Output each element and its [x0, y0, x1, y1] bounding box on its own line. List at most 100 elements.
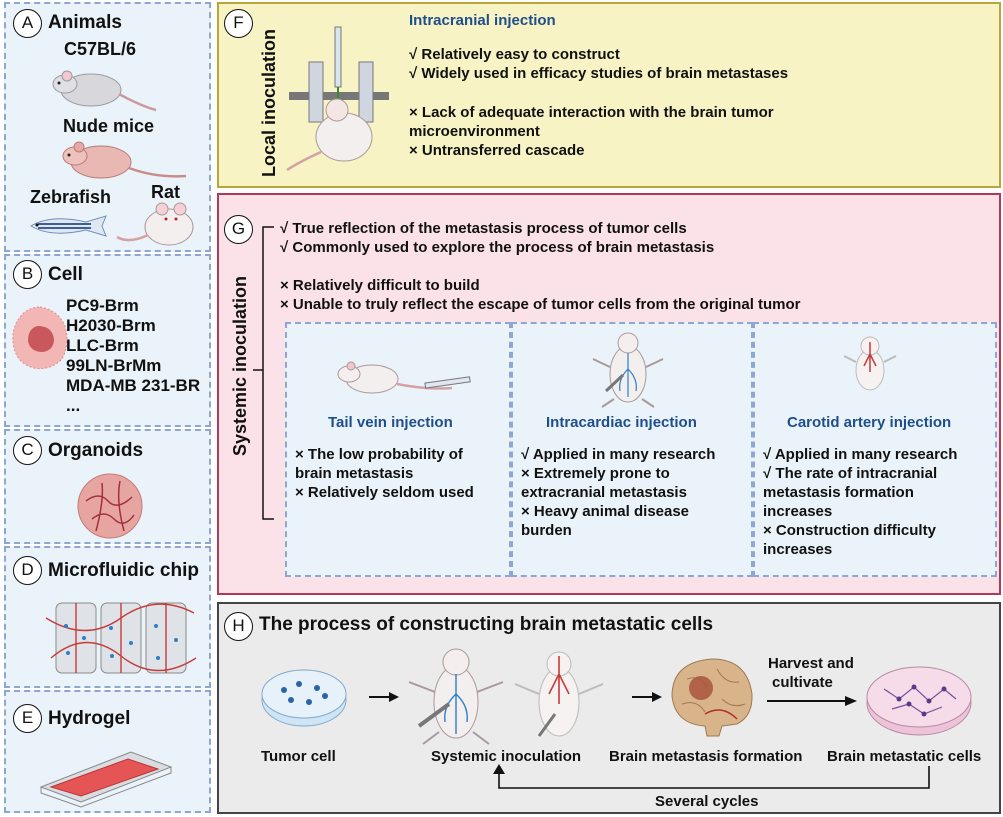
intracranial-injection-heading: Intracranial injection: [409, 12, 556, 29]
panel-b-cell: B Cell PC9-Brm H2030-Brm LLC-Brm 99LN-Br…: [4, 254, 211, 427]
panel-g-systemic-inoculation: G Systemic inoculation √ True reflection…: [217, 193, 1001, 595]
panel-f-local-inoculation: F Local inoculation Intracranial injecti…: [217, 2, 1001, 188]
animal-rat-label: Rat: [151, 182, 181, 202]
brain-metastasis-icon: [671, 658, 753, 737]
con-item: × Lack of adequate interaction with the …: [409, 104, 774, 121]
panel-f-pros: √ Relatively easy to construct √ Widely …: [409, 45, 788, 83]
panel-a-title: Animals: [48, 12, 122, 33]
panel-e-title: Hydrogel: [48, 708, 131, 729]
panel-h-title: The process of constructing brain metast…: [259, 614, 714, 635]
cell-line-item: MDA-MB 231-BR: [66, 376, 201, 395]
petri-dish-tumor-icon: [261, 669, 347, 727]
mouse-white-icon: [52, 70, 157, 112]
cell-line-item: ...: [66, 396, 81, 415]
con-item: × Relatively difficult to build: [280, 277, 480, 294]
intracardiac-line: × Extremely prone to: [521, 465, 670, 482]
carotid-line: increases: [763, 541, 833, 558]
carotid-line: √ Applied in many research: [763, 446, 958, 463]
systemic-inoculation-step-label: Systemic inoculation: [431, 748, 582, 765]
panel-a-animals: A Animals C57BL/6 Nude mice Zebrafish Ra…: [4, 2, 211, 252]
harvest-line-1: Harvest and: [768, 655, 854, 672]
panel-b-title: Cell: [48, 264, 83, 285]
harvest-line-2: cultivate: [772, 674, 833, 691]
con-item: × Untransferred cascade: [409, 142, 585, 159]
tail-vein-line: brain metastasis: [295, 465, 414, 482]
panel-g-pros: √ True reflection of the metastasis proc…: [280, 219, 714, 257]
bracket-line: [253, 226, 274, 520]
tail-vein-lines: × The low probability of brain metastasi…: [295, 445, 474, 502]
arrow-icon: [767, 696, 857, 706]
petri-dish-metastatic-icon: [866, 666, 972, 736]
carotid-lines: √ Applied in many research √ The rate of…: [763, 445, 957, 559]
panel-e-hydrogel: E Hydrogel: [4, 690, 211, 813]
cell-line-item: H2030-Brm: [66, 316, 156, 335]
systemic-injection-mouse-icon: [408, 648, 504, 745]
brain-metastasis-formation-label: Brain metastasis formation: [609, 748, 803, 765]
tail-vein-box: Tail vein injection × The low probabilit…: [285, 322, 511, 577]
several-cycles-label: Several cycles: [655, 793, 759, 810]
panel-c-organoids: C Organoids: [4, 429, 211, 544]
intracardiac-heading: Intracardiac injection: [546, 414, 697, 431]
stereotaxic-injection-icon: [286, 26, 389, 172]
cycle-arrow: [493, 764, 930, 789]
intracardiac-line: √ Applied in many research: [521, 446, 716, 463]
cell-line-item: PC9-Brm: [66, 296, 139, 315]
animal-nude-mice-label: Nude mice: [63, 116, 155, 136]
pro-item: √ Commonly used to explore the process o…: [280, 239, 715, 256]
panel-g-cons: × Relatively difficult to build × Unable…: [280, 276, 801, 314]
intracardiac-lines: √ Applied in many research × Extremely p…: [521, 445, 715, 540]
pro-item: √ Widely used in efficacy studies of bra…: [409, 65, 789, 82]
carotid-line: metastasis formation: [763, 484, 914, 501]
animal-zebrafish-label: Zebrafish: [30, 187, 112, 207]
tail-vein-heading: Tail vein injection: [328, 414, 453, 431]
organoid-icon: [77, 473, 143, 539]
con-item: × Unable to truly reflect the escape of …: [280, 296, 801, 313]
carotid-line: × Construction difficulty: [763, 522, 936, 539]
tumor-cell-label: Tumor cell: [261, 748, 336, 765]
panel-e-letter: E: [13, 704, 42, 733]
nude-mouse-icon: [62, 141, 187, 179]
hydrogel-plate-icon: [39, 751, 173, 808]
panel-b-letter: B: [13, 260, 42, 289]
panel-c-title: Organoids: [48, 440, 144, 461]
carotid-line: √ The rate of intracranial: [763, 465, 938, 482]
cell-line-list: PC9-Brm H2030-Brm LLC-Brm 99LN-BrMm MDA-…: [66, 296, 200, 416]
panel-h-letter: H: [224, 612, 253, 641]
rat-icon: [116, 202, 194, 246]
cell-icon: [12, 306, 68, 370]
carotid-line: increases: [763, 503, 833, 520]
tail-vein-line: × The low probability of: [295, 446, 463, 463]
intracardiac-line: × Heavy animal disease: [521, 503, 690, 520]
carotid-injection-mouse-icon: [514, 651, 604, 737]
intracardiac-box: Intracardiac injection √ Applied in many…: [511, 322, 753, 577]
panel-f-letter: F: [224, 9, 253, 38]
panel-d-title: Microfluidic chip: [48, 560, 199, 581]
animal-c57bl6-label: C57BL/6: [64, 39, 137, 59]
carotid-mouse-icon: [843, 336, 897, 391]
local-inoculation-label: Local inoculation: [259, 29, 279, 178]
intracardiac-line: extracranial metastasis: [521, 484, 687, 501]
brain-metastatic-cells-label: Brain metastatic cells: [827, 748, 982, 765]
arrow-icon: [632, 692, 662, 702]
tail-vein-mouse-icon: [337, 361, 471, 394]
panel-h-process: H The process of constructing brain meta…: [217, 602, 1001, 814]
panel-f-cons: × Lack of adequate interaction with the …: [409, 103, 774, 160]
panel-d-microfluidic: D Microfluidic chip: [4, 546, 211, 688]
pro-item: √ Relatively easy to construct: [409, 46, 620, 63]
zebrafish-icon: [30, 215, 107, 237]
carotid-box: Carotid artery injection √ Applied in ma…: [753, 322, 997, 577]
cell-line-item: LLC-Brm: [66, 336, 139, 355]
panel-g-letter: G: [224, 215, 253, 244]
microfluidic-chip-icon: [45, 602, 197, 674]
carotid-heading: Carotid artery injection: [787, 414, 952, 431]
intracardiac-mouse-icon: [592, 332, 664, 408]
panel-a-letter: A: [13, 9, 42, 38]
arrow-icon: [369, 692, 399, 702]
harvest-label: Harvest and cultivate: [768, 654, 854, 692]
panel-c-letter: C: [13, 436, 42, 465]
con-item: microenvironment: [409, 123, 540, 140]
tail-vein-line: × Relatively seldom used: [295, 484, 474, 501]
panel-d-letter: D: [13, 556, 42, 585]
intracardiac-line: burden: [521, 522, 572, 539]
pro-item: √ True reflection of the metastasis proc…: [280, 220, 687, 237]
